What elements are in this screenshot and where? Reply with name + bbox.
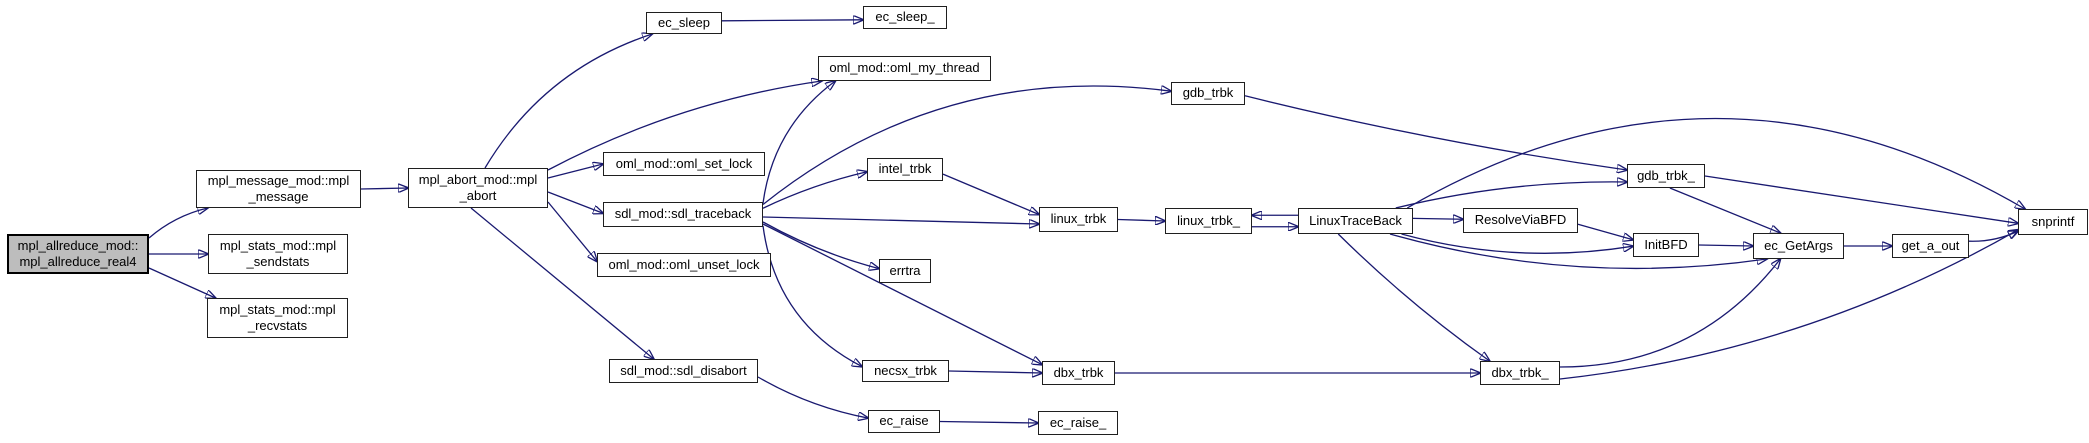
graph-node-mpl_message[interactable]: mpl_message_mod::mpl _message bbox=[196, 170, 361, 208]
graph-node-ec_raise[interactable]: ec_raise bbox=[868, 410, 940, 433]
graph-node-mpl_recvstats[interactable]: mpl_stats_mod::mpl _recvstats bbox=[207, 298, 348, 338]
graph-node-oml_my_thread[interactable]: oml_mod::oml_my_thread bbox=[818, 56, 991, 81]
graph-node-ec_sleep[interactable]: ec_sleep bbox=[646, 12, 722, 34]
call-edge-get_a_out-to-snprintf bbox=[1968, 231, 2018, 242]
call-edge-mpl_abort-to-oml_my_thread bbox=[547, 81, 821, 171]
call-edge-necsx_trbk-to-dbx_trbk bbox=[948, 371, 1042, 373]
graph-node-dbx_trbk[interactable]: dbx_trbk bbox=[1042, 361, 1115, 385]
call-edge-mpl_abort-to-sdl_disabort bbox=[470, 207, 654, 359]
call-edge-mpl_message-to-mpl_abort bbox=[360, 188, 408, 189]
graph-node-LinuxTraceBack[interactable]: LinuxTraceBack bbox=[1298, 208, 1413, 234]
graph-node-mpl_sendstats[interactable]: mpl_stats_mod::mpl _sendstats bbox=[208, 234, 348, 274]
call-edge-LinuxTraceBack-to-ResolveViaBFD bbox=[1412, 218, 1463, 219]
graph-node-linux_trbk_[interactable]: linux_trbk_ bbox=[1165, 208, 1252, 234]
call-edge-mpl_abort-to-ec_sleep bbox=[484, 34, 652, 169]
call-edge-LinuxTraceBack-to-ec_GetArgs bbox=[1389, 233, 1767, 270]
call-edge-sdl_traceback-to-intel_trbk bbox=[762, 172, 867, 209]
call-edge-sdl_traceback-to-necsx_trbk bbox=[762, 225, 862, 367]
call-edge-sdl_traceback-to-oml_my_thread bbox=[762, 81, 835, 204]
call-edge-mpl_abort-to-oml_set_lock bbox=[547, 164, 603, 179]
call-edge-mpl_abort-to-oml_unset_lock bbox=[547, 201, 597, 261]
call-edge-sdl_traceback-to-dbx_trbk bbox=[762, 223, 1042, 365]
graph-node-ec_raise_[interactable]: ec_raise_ bbox=[1038, 411, 1118, 435]
call-edge-LinuxTraceBack-to-InitBFD bbox=[1401, 233, 1634, 254]
graph-node-gdb_trbk_[interactable]: gdb_trbk_ bbox=[1627, 164, 1705, 188]
call-edge-ResolveViaBFD-to-InitBFD bbox=[1577, 223, 1633, 239]
graph-node-oml_unset_lock[interactable]: oml_mod::oml_unset_lock bbox=[597, 253, 771, 277]
graph-node-gdb_trbk[interactable]: gdb_trbk bbox=[1171, 82, 1245, 105]
call-edge-InitBFD-to-ec_GetArgs bbox=[1698, 245, 1753, 246]
call-edge-LinuxTraceBack-to-dbx_trbk_ bbox=[1337, 233, 1489, 361]
call-edge-sdl_traceback-to-gdb_trbk bbox=[762, 85, 1171, 206]
graph-node-ResolveViaBFD[interactable]: ResolveViaBFD bbox=[1463, 208, 1578, 233]
call-edge-dbx_trbk_-to-ec_GetArgs bbox=[1559, 259, 1780, 368]
graph-node-necsx_trbk[interactable]: necsx_trbk bbox=[862, 360, 949, 382]
call-edge-dbx_trbk_-to-snprintf bbox=[1559, 230, 2018, 380]
graph-node-get_a_out[interactable]: get_a_out bbox=[1892, 234, 1969, 258]
graph-node-intel_trbk[interactable]: intel_trbk bbox=[867, 158, 943, 181]
call-edge-ec_raise-to-ec_raise_ bbox=[939, 422, 1038, 424]
graph-node-oml_set_lock[interactable]: oml_mod::oml_set_lock bbox=[603, 152, 765, 176]
call-edge-gdb_trbk_-to-snprintf bbox=[1704, 175, 2018, 223]
call-edge-LinuxTraceBack-to-snprintf bbox=[1406, 117, 2025, 209]
call-edge-sdl_disabort-to-ec_raise bbox=[757, 376, 868, 418]
call-edge-mpl_allreduce_real4-to-mpl_message bbox=[148, 208, 208, 239]
call-edge-linux_trbk-to-linux_trbk_ bbox=[1117, 220, 1165, 222]
call-edge-ec_sleep-to-ec_sleep_ bbox=[721, 20, 863, 21]
call-edge-gdb_trbk_-to-ec_GetArgs bbox=[1669, 187, 1780, 233]
graph-node-mpl_abort[interactable]: mpl_abort_mod::mpl _abort bbox=[408, 168, 548, 208]
call-edge-intel_trbk-to-linux_trbk bbox=[942, 173, 1039, 214]
call-edge-mpl_allreduce_real4-to-mpl_recvstats bbox=[148, 267, 215, 298]
graph-node-InitBFD[interactable]: InitBFD bbox=[1633, 233, 1699, 257]
call-edge-mpl_abort-to-sdl_traceback bbox=[547, 191, 603, 213]
graph-node-linux_trbk[interactable]: linux_trbk bbox=[1039, 207, 1118, 232]
graph-node-snprintf[interactable]: snprintf bbox=[2018, 209, 2088, 235]
graph-node-ec_GetArgs[interactable]: ec_GetArgs bbox=[1753, 233, 1844, 259]
graph-node-sdl_disabort[interactable]: sdl_mod::sdl_disabort bbox=[609, 359, 758, 383]
graph-node-ec_sleep_[interactable]: ec_sleep_ bbox=[863, 6, 947, 29]
call-edge-gdb_trbk-to-gdb_trbk_ bbox=[1244, 95, 1627, 170]
call-edge-LinuxTraceBack-to-gdb_trbk_ bbox=[1395, 182, 1627, 209]
call-edge-sdl_traceback-to-errtra bbox=[762, 221, 879, 269]
graph-node-dbx_trbk_[interactable]: dbx_trbk_ bbox=[1480, 361, 1560, 385]
call-edge-sdl_traceback-to-linux_trbk bbox=[762, 216, 1039, 224]
graph-node-sdl_traceback[interactable]: sdl_mod::sdl_traceback bbox=[603, 202, 763, 227]
graph-node-errtra[interactable]: errtra bbox=[879, 259, 931, 283]
graph-node-mpl_allreduce_real4: mpl_allreduce_mod:: mpl_allreduce_real4 bbox=[7, 234, 149, 274]
